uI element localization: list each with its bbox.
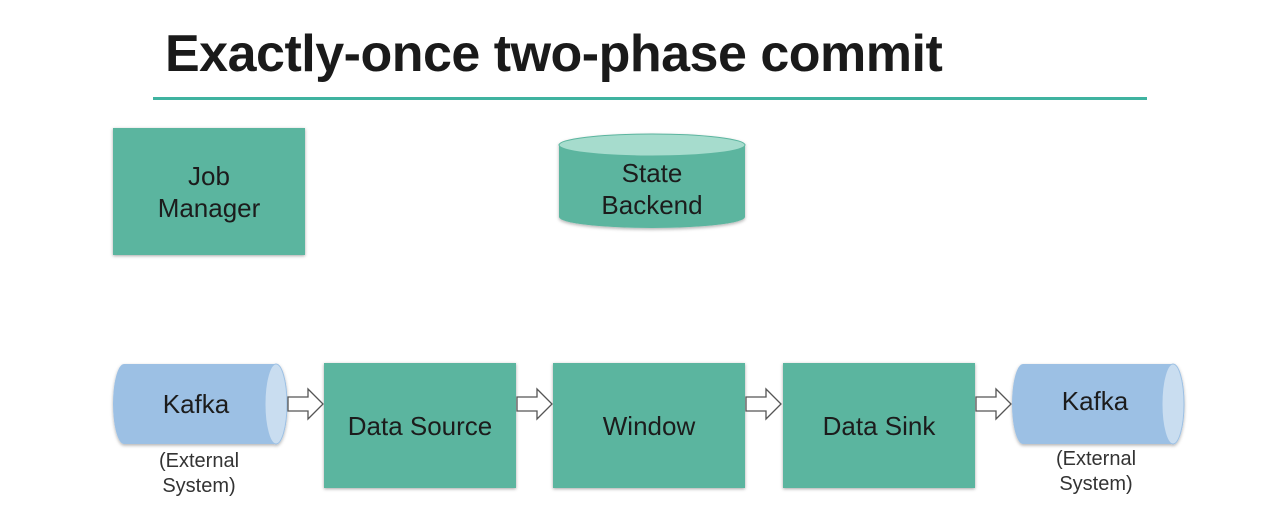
state-backend-label-line2: Backend [601, 190, 702, 220]
window-label: Window [602, 410, 696, 441]
kafka-source-caption-line2: System) [162, 475, 236, 497]
title-divider [153, 97, 1147, 100]
kafka-source-caption: (External System) [143, 449, 255, 499]
window-box: Window [553, 363, 745, 488]
state-backend-cylinder [558, 133, 746, 228]
kafka-source-caption-line1: (External [158, 450, 240, 472]
kafka-sink-caption-line1: (External [1055, 448, 1137, 470]
kafka-sink-label: Kafka [1062, 386, 1129, 416]
job-manager-label-line1: Job [188, 160, 230, 191]
data-sink-box: Data Sink [783, 363, 975, 488]
kafka-source-cylinder [113, 363, 288, 445]
arrow-source-to-window [516, 387, 553, 421]
data-source-box: Data Source [324, 363, 516, 488]
arrow-kafka-to-source [287, 387, 324, 421]
kafka-sink-cylinder [1012, 363, 1185, 445]
kafka-sink-caption-line2: System) [1059, 473, 1133, 495]
arrow-window-to-sink [745, 387, 782, 421]
data-source-label: Data Source [347, 410, 493, 441]
page-title: Exactly-once two-phase commit [165, 25, 943, 83]
kafka-sink-caption: (External System) [1040, 447, 1152, 497]
arrow-sink-to-kafka [975, 387, 1012, 421]
state-backend-label-line1: State [622, 158, 683, 188]
job-manager-label-line2: Manager [157, 192, 261, 223]
job-manager-box: Job Manager [113, 128, 305, 255]
data-sink-label: Data Sink [822, 410, 936, 441]
kafka-source-label: Kafka [163, 389, 230, 419]
